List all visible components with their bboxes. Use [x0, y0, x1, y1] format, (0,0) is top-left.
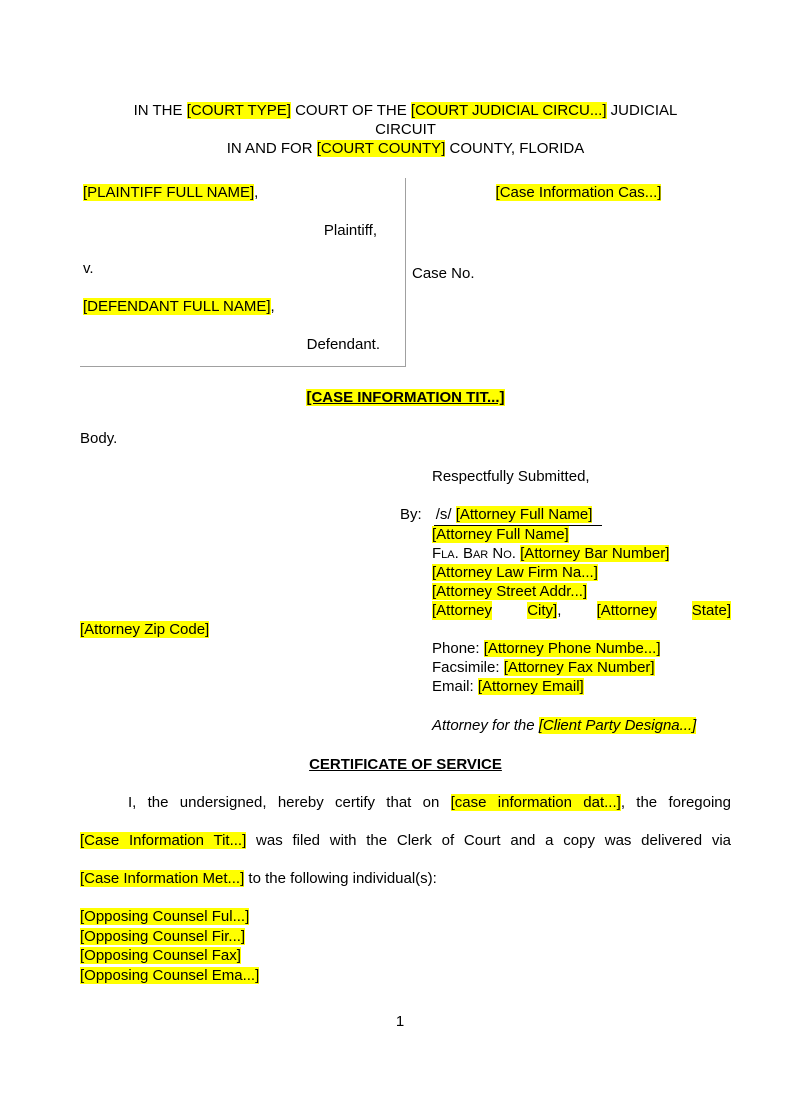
- attorney-city-field-part[interactable]: City],: [527, 602, 562, 619]
- attorney-email-line: Email: [Attorney Email]: [432, 677, 731, 696]
- attorney-name-line: [Attorney Full Name]: [432, 525, 731, 544]
- body-text: Body.: [80, 430, 118, 447]
- attorney-email-field[interactable]: [Attorney Email]: [477, 678, 584, 695]
- opposing-counsel-block: [Opposing Counsel Ful...] [Opposing Coun…: [80, 907, 731, 985]
- certificate-text: I, the undersigned, hereby certify that …: [128, 794, 451, 811]
- attorney-bar-line: Fla. Bar No. [Attorney Bar Number]: [432, 544, 731, 563]
- opposing-counsel-email-field[interactable]: [Opposing Counsel Ema...]: [80, 966, 260, 984]
- attorney-city-state-line: [Attorney City], [Attorney State]: [432, 601, 731, 620]
- respectfully-submitted: Respectfully Submitted,: [432, 468, 590, 485]
- opposing-counsel-firm-field[interactable]: [Opposing Counsel Fir...]: [80, 927, 246, 945]
- certificate-heading: CERTIFICATE OF SERVICE: [80, 755, 731, 774]
- signature-line: /s/ [Attorney Full Name]: [433, 505, 603, 526]
- attorney-state-field-part[interactable]: State]: [691, 601, 731, 620]
- court-header-line-1: IN THE [COURT TYPE] COURT OF THE [COURT …: [80, 101, 731, 120]
- header-text: IN THE: [133, 102, 187, 119]
- document-title: [CASE INFORMATION TIT...]: [80, 388, 731, 407]
- caption-right-column: [Case Information Cas...] Case No.: [406, 178, 731, 367]
- page-number: 1: [395, 1013, 405, 1030]
- email-label: Email:: [432, 678, 478, 695]
- attorney-phone-field[interactable]: [Attorney Phone Numbe...]: [483, 640, 661, 657]
- attorney-street-line: [Attorney Street Addr...]: [432, 582, 731, 601]
- certificate-text: was filed with the Clerk of Court and a …: [246, 832, 731, 849]
- by-label: By:: [400, 506, 422, 523]
- service-date-field[interactable]: [case information dat...]: [450, 794, 621, 811]
- case-number-field[interactable]: [Case Information Cas...]: [495, 184, 662, 201]
- case-caption: [PLAINTIFF FULL NAME], Plaintiff, v. [DE…: [80, 178, 731, 367]
- attorney-phone-line: Phone: [Attorney Phone Numbe...]: [432, 639, 731, 658]
- bar-no-label: Fla. Bar No.: [432, 545, 516, 562]
- attorney-signature-field[interactable]: [Attorney Full Name]: [455, 506, 593, 523]
- opposing-counsel-name-field[interactable]: [Opposing Counsel Ful...]: [80, 908, 250, 925]
- court-header-line-3: IN AND FOR [COURT COUNTY] COUNTY, FLORID…: [80, 139, 731, 158]
- attorney-zip-field[interactable]: [Attorney Zip Code]: [80, 621, 210, 638]
- attorney-fax-field[interactable]: [Attorney Fax Number]: [503, 659, 655, 676]
- attorney-firm-field[interactable]: [Attorney Law Firm Na...]: [432, 564, 598, 581]
- defendant-line: [DEFENDANT FULL NAME],: [83, 297, 405, 316]
- judicial-circuit-field[interactable]: [COURT JUDICIAL CIRCU...]: [410, 102, 607, 119]
- court-type-field[interactable]: [COURT TYPE]: [186, 102, 291, 119]
- certificate-line-3: [Case Information Met...] to the followi…: [80, 869, 731, 888]
- client-party-field[interactable]: [Client Party Designa...]: [538, 717, 697, 734]
- court-header: IN THE [COURT TYPE] COURT OF THE [COURT …: [80, 101, 731, 158]
- service-method-field[interactable]: [Case Information Met...]: [80, 870, 245, 887]
- opposing-counsel-email-line: [Opposing Counsel Ema...]: [80, 966, 731, 986]
- header-text: IN AND FOR: [226, 140, 317, 157]
- court-county-field[interactable]: [COURT COUNTY]: [316, 140, 446, 157]
- opposing-counsel-firm-line: [Opposing Counsel Fir...]: [80, 927, 731, 947]
- attorney-name-field[interactable]: [Attorney Full Name]: [432, 526, 569, 543]
- s-slash-prefix: /s/: [435, 506, 452, 523]
- signature-by-line: By: /s/ [Attorney Full Name]: [400, 505, 731, 526]
- attorney-street-field[interactable]: [Attorney Street Addr...]: [432, 583, 588, 600]
- attorney-bar-number-field[interactable]: [Attorney Bar Number]: [520, 545, 670, 562]
- attorney-for-text: Attorney for the: [432, 717, 539, 734]
- header-text: COURT OF THE: [290, 102, 411, 119]
- certificate-line-1: I, the undersigned, hereby certify that …: [80, 793, 731, 812]
- plaintiff-label: Plaintiff,: [323, 222, 377, 239]
- comma: ,: [557, 602, 562, 619]
- service-title-field[interactable]: [Case Information Tit...]: [80, 832, 247, 849]
- plaintiff-name-field[interactable]: [PLAINTIFF FULL NAME]: [83, 184, 255, 201]
- opposing-counsel-fax-line: [Opposing Counsel Fax]: [80, 946, 731, 966]
- case-no-label: Case No.: [412, 265, 475, 282]
- defendant-name-field[interactable]: [DEFENDANT FULL NAME]: [83, 298, 271, 315]
- opposing-counsel-name-line: [Opposing Counsel Ful...]: [80, 907, 731, 927]
- case-info-line: [Case Information Cas...]: [412, 183, 731, 202]
- attorney-fax-line: Facsimile: [Attorney Fax Number]: [432, 658, 731, 677]
- header-text: JUDICIAL: [606, 102, 678, 119]
- certificate-text: to the following individual(s):: [244, 870, 437, 887]
- court-header-line-2: CIRCUIT: [375, 121, 436, 138]
- fax-label: Facsimile:: [432, 659, 504, 676]
- phone-label: Phone:: [432, 640, 484, 657]
- attorney-zip-line: [Attorney Zip Code]: [80, 620, 731, 639]
- opposing-counsel-fax-field[interactable]: [Opposing Counsel Fax]: [80, 947, 241, 964]
- attorney-firm-line: [Attorney Law Firm Na...]: [432, 563, 731, 582]
- attorney-state-field[interactable]: [Attorney: [596, 601, 657, 620]
- case-title-field[interactable]: [CASE INFORMATION TIT...]: [306, 389, 505, 406]
- certificate-heading-text: CERTIFICATE OF SERVICE: [309, 756, 502, 773]
- certificate-paragraph: I, the undersigned, hereby certify that …: [80, 793, 731, 888]
- attorney-city-field[interactable]: [Attorney: [432, 601, 493, 620]
- defendant-label: Defendant.: [306, 336, 380, 353]
- plaintiff-line: [PLAINTIFF FULL NAME],: [83, 183, 405, 202]
- certificate-text: , the foregoing: [620, 794, 731, 811]
- attorney-for-line: Attorney for the [Client Party Designa..…: [432, 716, 731, 735]
- comma: ,: [254, 184, 259, 201]
- comma: ,: [270, 298, 275, 315]
- caption-left-column: [PLAINTIFF FULL NAME], Plaintiff, v. [DE…: [80, 178, 406, 367]
- header-text: COUNTY, FLORIDA: [445, 140, 585, 157]
- certificate-line-2: [Case Information Tit...] was filed with…: [80, 831, 731, 850]
- versus-label: v.: [83, 260, 94, 277]
